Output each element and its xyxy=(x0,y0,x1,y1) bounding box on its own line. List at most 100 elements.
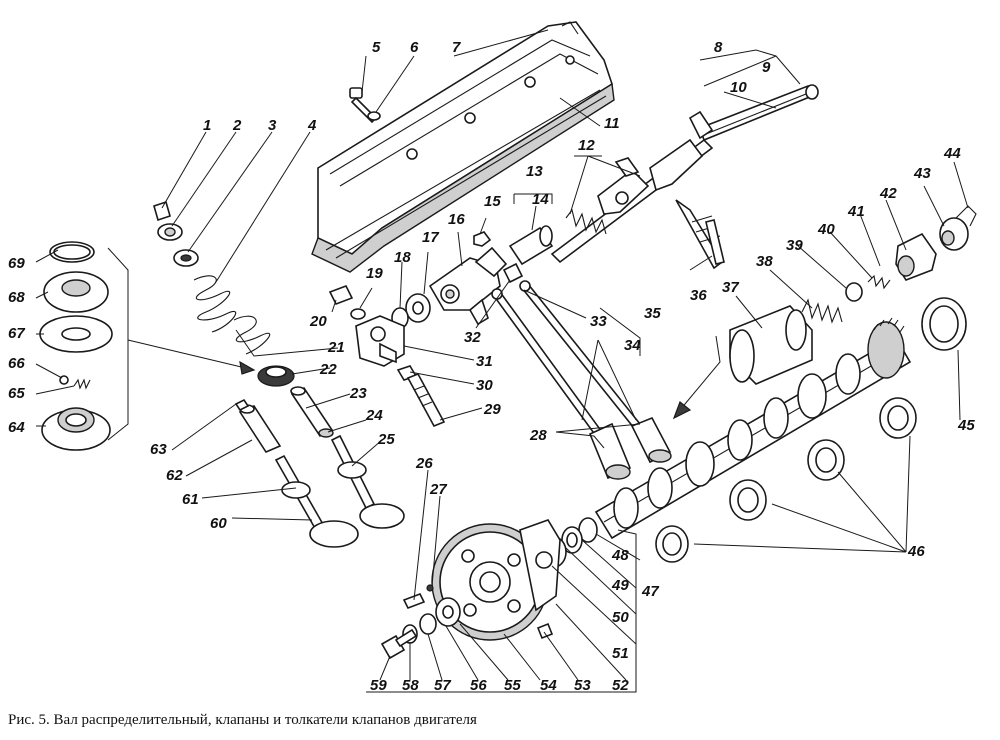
part-label: 44 xyxy=(943,145,961,162)
part-label: 63 xyxy=(150,441,167,458)
part-label: 34 xyxy=(624,337,641,354)
part-label: 50 xyxy=(612,609,629,626)
part-label: 49 xyxy=(611,577,629,594)
part-label: 36 xyxy=(690,287,707,304)
adjust-nut xyxy=(473,231,492,247)
valve-seal xyxy=(257,365,295,387)
part-label: 11 xyxy=(604,115,620,132)
rotator-cover xyxy=(43,271,109,313)
drive-housing xyxy=(729,305,813,385)
rocker-arm-middle xyxy=(597,157,650,215)
part-label: 54 xyxy=(540,677,557,694)
rotator-spring xyxy=(73,378,91,390)
guide-ring xyxy=(234,398,250,412)
rotator-washer xyxy=(39,315,113,353)
rotator-body xyxy=(41,407,111,451)
valve-lock xyxy=(153,200,171,222)
part-label: 25 xyxy=(377,431,395,448)
spring-cap xyxy=(157,223,183,241)
part-label: 37 xyxy=(722,279,739,296)
part-label: 68 xyxy=(8,289,25,306)
part-label: 56 xyxy=(470,677,487,694)
part-label: 61 xyxy=(182,491,199,508)
part-label: 40 xyxy=(817,221,835,238)
part-label: 46 xyxy=(907,543,925,560)
part-labels: 1 2 3 4 5 6 7 8 9 10 11 12 13 14 15 16 1… xyxy=(8,39,975,694)
part-label: 16 xyxy=(448,211,465,228)
gear-pin xyxy=(536,622,554,640)
spring-retainer xyxy=(173,249,199,267)
camshaft-bushing-rear xyxy=(921,297,967,351)
part-label: 24 xyxy=(365,407,383,424)
part-label: 17 xyxy=(422,229,439,246)
part-label: 43 xyxy=(913,165,931,182)
part-label: 7 xyxy=(452,39,461,56)
part-label: 62 xyxy=(166,467,183,484)
lock-washer xyxy=(350,308,366,320)
shaft-sleeve xyxy=(508,225,554,266)
exhaust-valve-guide xyxy=(290,386,334,438)
part-label: 51 xyxy=(612,645,629,662)
bracket-stud xyxy=(406,372,446,428)
part-label: 30 xyxy=(476,377,493,394)
drive-pin-spring xyxy=(867,274,891,290)
part-label: 33 xyxy=(590,313,607,330)
camshaft-bushing xyxy=(879,397,917,439)
part-label: 69 xyxy=(8,255,25,272)
part-label: 32 xyxy=(464,329,481,346)
leader-lines xyxy=(35,29,969,693)
part-label: 58 xyxy=(402,677,419,694)
part-label: 26 xyxy=(415,455,433,472)
part-label: 55 xyxy=(504,677,521,694)
part-label: 65 xyxy=(8,385,25,402)
part-label: 6 xyxy=(410,39,419,56)
part-label: 1 xyxy=(203,117,211,134)
part-label: 66 xyxy=(8,355,25,372)
camshaft-bushing xyxy=(655,525,689,563)
shaft-spring xyxy=(565,208,607,235)
cover-bolt xyxy=(349,87,381,124)
part-label: 60 xyxy=(210,515,227,532)
rocker-cover xyxy=(311,21,615,273)
part-label: 41 xyxy=(847,203,865,220)
part-label: 35 xyxy=(644,305,661,322)
tappet-right xyxy=(630,416,672,464)
part-label: 28 xyxy=(529,427,547,444)
outer-valve-spring xyxy=(193,275,237,333)
coupling-cap xyxy=(939,205,977,251)
part-label: 47 xyxy=(641,583,659,600)
camshaft xyxy=(594,317,912,540)
rocker-stud xyxy=(705,219,725,265)
part-label: 14 xyxy=(532,191,549,208)
part-label: 21 xyxy=(327,339,345,356)
locating-pin xyxy=(426,584,434,592)
part-label: 2 xyxy=(232,117,242,134)
part-label: 31 xyxy=(476,353,493,370)
part-label: 13 xyxy=(526,163,543,180)
camshaft-bushing xyxy=(729,479,767,521)
rocker-arm-right xyxy=(649,110,724,270)
part-label: 53 xyxy=(574,677,591,694)
part-label: 48 xyxy=(611,547,629,564)
part-label: 22 xyxy=(319,361,337,378)
intake-valve-guide xyxy=(238,404,282,454)
part-label: 59 xyxy=(370,677,387,694)
rocker-arm-left xyxy=(428,246,508,326)
figure-caption: Рис. 5. Вал распределительный, клапаны и… xyxy=(8,712,477,728)
part-label: 19 xyxy=(366,265,383,282)
part-label: 57 xyxy=(434,677,451,694)
part-label: 3 xyxy=(268,117,277,134)
intake-valve xyxy=(274,454,359,548)
part-label: 39 xyxy=(786,237,803,254)
part-label: 38 xyxy=(756,253,773,270)
inner-valve-spring xyxy=(233,315,271,355)
part-label: 10 xyxy=(730,79,747,96)
part-label: 20 xyxy=(309,313,327,330)
part-label: 67 xyxy=(8,325,25,342)
drive-spring xyxy=(801,298,843,324)
drive-coupling xyxy=(895,232,937,281)
part-label: 52 xyxy=(612,677,629,694)
camshaft-bushing xyxy=(807,439,845,481)
drive-bushing xyxy=(845,282,863,302)
